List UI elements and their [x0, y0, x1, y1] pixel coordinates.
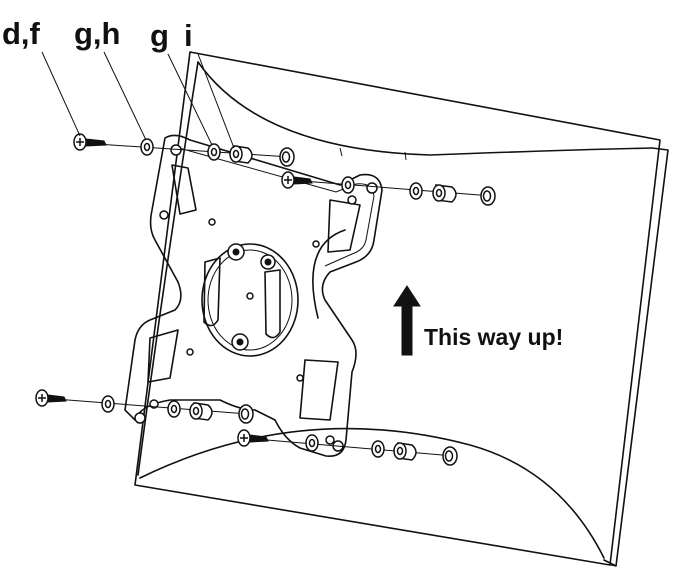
washer-icon	[480, 186, 496, 206]
label-i: i	[184, 18, 193, 53]
label-g: g	[150, 18, 169, 53]
washer-icon	[101, 395, 115, 413]
washer-icon	[409, 182, 423, 200]
mounting-plate	[124, 134, 383, 457]
hardware-row-bottom-left	[35, 389, 254, 424]
label-gh: g,h	[74, 16, 121, 51]
washer-icon	[238, 404, 254, 424]
hardware-row-bottom-right	[237, 429, 458, 466]
washer-icon	[207, 143, 221, 161]
tv-back-panel	[134, 51, 669, 567]
spacer-icon	[432, 184, 457, 203]
washer-icon	[341, 176, 355, 194]
washer-icon	[167, 400, 181, 418]
screw-icon	[73, 133, 107, 151]
hardware-row-top-left	[73, 133, 295, 167]
hardware-row-top-right	[281, 171, 496, 206]
washer-icon	[371, 440, 385, 458]
this-way-up-text: This way up!	[424, 324, 564, 350]
up-arrow-icon	[393, 285, 421, 356]
spacer-icon	[189, 402, 213, 421]
spacer-icon	[393, 442, 417, 461]
screw-icon	[237, 429, 269, 447]
screw-icon	[281, 171, 313, 189]
washer-icon	[305, 434, 319, 452]
label-df: d,f	[2, 16, 40, 51]
washer-icon	[279, 147, 295, 167]
washer-icon	[140, 138, 154, 156]
screw-icon	[35, 389, 67, 407]
leader-lines	[41, 51, 235, 149]
spacer-icon	[229, 145, 253, 164]
washer-icon	[442, 446, 458, 466]
